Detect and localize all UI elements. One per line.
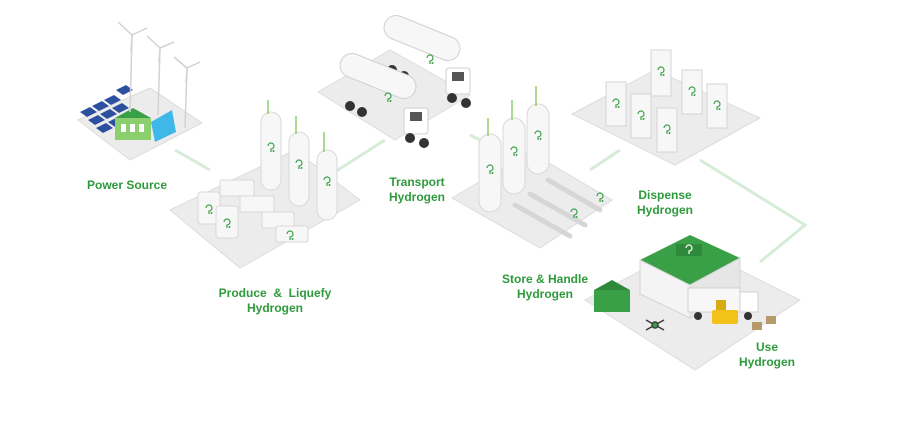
transport-platform [317, 15, 471, 148]
label-produce-liquefy: Produce & Liquefy Hydrogen [205, 286, 345, 316]
solar-panel-icon [80, 85, 133, 133]
connector-produce-transport [329, 138, 386, 177]
label-line: Hydrogen [738, 355, 795, 369]
label-line: Hydrogen [636, 203, 693, 217]
connector-power-produce [174, 148, 211, 172]
label-line: Use [755, 340, 778, 354]
produce-liquefy-platform [169, 100, 361, 269]
label-store-handle: Store & Handle Hydrogen [490, 272, 600, 302]
label-line: Transport [389, 175, 445, 189]
box-truck-icon [687, 287, 759, 320]
power-source-platform [77, 21, 203, 161]
drone-icon [645, 319, 665, 331]
use-platform [584, 235, 801, 371]
tanker-truck-icon [339, 53, 429, 148]
connector-dispense-use [699, 158, 808, 264]
label-line: Power Source [86, 178, 168, 192]
label-line: Dispense [638, 188, 692, 202]
wind-turbine-icon [117, 21, 201, 129]
label-line: Hydrogen [388, 190, 445, 204]
dispense-platform [570, 49, 762, 166]
connector-store-dispense [589, 148, 621, 172]
label-line: Hydrogen [516, 287, 573, 301]
electrolyzer-icon [197, 179, 309, 243]
pipeline-icon [512, 177, 603, 239]
hydro-dam-icon [115, 108, 176, 142]
store-handle-platform [451, 86, 613, 249]
label-dispense: Dispense Hydrogen [620, 188, 710, 218]
label-use: Use Hydrogen [722, 340, 812, 370]
label-line: Store & Handle [501, 272, 588, 286]
yellow-forklift-icon [712, 300, 738, 324]
fuel-cell-forklift-icon [594, 280, 630, 312]
label-line: Hydrogen [246, 301, 303, 315]
label-line: Produce & Liquefy [218, 286, 332, 300]
label-transport: Transport Hydrogen [372, 175, 462, 205]
pallet-icon [752, 316, 776, 330]
label-power-source: Power Source [77, 178, 177, 193]
